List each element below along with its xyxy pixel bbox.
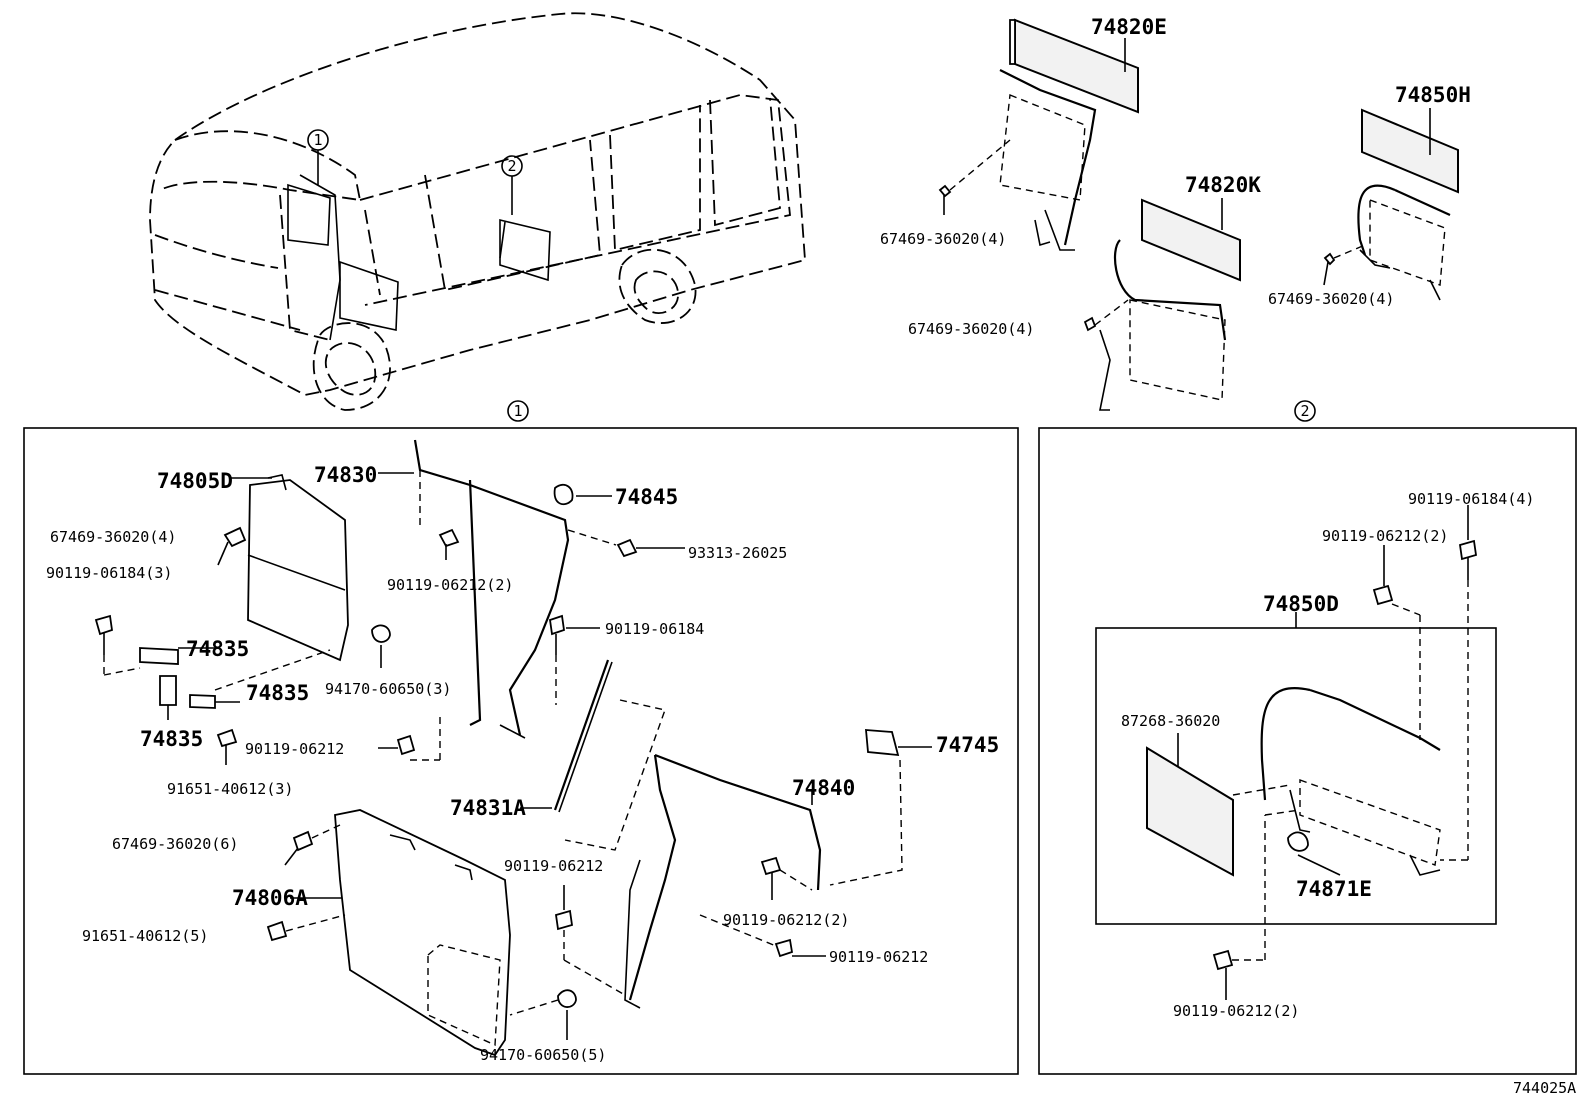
bracket-assembly-74820k [1099,239,1227,411]
bolt-91651-5 [266,920,288,942]
bracket-74835-c [189,694,216,709]
label-74830: 74830 [314,463,377,487]
label-91651-5: 91651-40612(5) [82,927,208,945]
label-94170-3: 94170-60650(3) [325,680,451,698]
visor-74850h [1361,108,1459,194]
section-2-frame [1038,427,1577,1075]
label-90119-06212-b: 90119-06212 [504,857,603,875]
screw-67469-d [217,526,247,566]
label-74850d: 74850D [1263,592,1339,616]
bolt-90119-06212-2b [760,856,782,900]
label-91651-3: 91651-40612(3) [167,780,293,798]
bolt-90119-06184-4 [1458,539,1478,580]
label-74805d: 74805D [157,469,233,493]
dash-74831a [564,699,666,851]
label-74845: 74845 [615,485,678,509]
screw-67469-b [1083,316,1097,332]
label-74820e: 74820E [1091,15,1167,39]
label-74820k: 74820K [1185,173,1261,197]
bolt-90119-06184-3 [94,614,113,655]
label-74831a: 74831A [450,796,526,820]
label-90119-06212-2b: 90119-06212(2) [723,911,849,929]
label-90119-06212-c: 90119-06212 [829,948,928,966]
bolt-90119-06212-c [774,938,794,958]
callout-1-section: 1 [507,400,529,422]
label-74835-a: 74835 [186,637,249,661]
label-74850h: 74850H [1395,83,1471,107]
label-74840: 74840 [792,776,855,800]
clip-74845 [553,483,574,506]
visor-74820e [1009,18,1139,114]
callout-2-top: 2 [501,155,523,215]
clip-74871e [1287,831,1309,852]
bracket-assembly-74850d [1260,687,1441,876]
callout-1-top: 1 [307,129,329,185]
bolt-90119-06212-2c [1372,584,1394,606]
label-87268: 87268-36020 [1121,712,1220,730]
label-74806a: 74806A [232,886,308,910]
label-67469-6: 67469-36020(6) [112,835,238,853]
section-1-frame [23,427,1019,1075]
label-67469-a: 67469-36020(4) [880,230,1006,248]
nut-94170-3 [371,624,391,668]
screw-67469-c [1323,252,1336,286]
bracket-assembly-74850h [1357,184,1451,301]
van-illustration [149,12,806,411]
label-93313: 93313-26025 [688,544,787,562]
bolt-90119-06212-2a [438,528,460,560]
bolt-90119-06212-b [554,885,574,931]
bolt-90119-06212-2d [1212,949,1234,1000]
bracket-74835-a [139,647,179,665]
label-67469-d: 67469-36020(4) [50,528,176,546]
rail-74830 [413,439,570,739]
panel-74805d [247,474,349,662]
screw-67469-a [938,184,952,215]
label-74835-c: 74835 [246,681,309,705]
callout-2-section: 2 [1294,400,1316,422]
bracket-assembly-74820e [999,69,1097,251]
plate-87268 [1146,746,1234,877]
label-67469-b: 67469-36020(4) [908,320,1034,338]
dash-74745 [829,759,903,886]
label-90119-06212-2d: 90119-06212(2) [1173,1002,1299,1020]
label-74745: 74745 [936,733,999,757]
bracket-74835-b [159,675,177,706]
svg-text:2: 2 [1300,402,1309,420]
leader-lines [230,38,1431,479]
label-90119-06212-2a: 90119-06212(2) [387,576,513,594]
svg-text:1: 1 [513,402,522,420]
bracket-74745 [865,729,900,757]
bolt-91651-3 [216,728,238,765]
bolt-90119-06212-a [396,734,416,756]
svg-text:1: 1 [313,131,322,149]
svg-text:2: 2 [507,157,516,175]
label-67469-c: 67469-36020(4) [1268,290,1394,308]
rail-74840 [624,753,822,1009]
label-90119-06184: 90119-06184 [605,620,704,638]
label-90119-06184-4: 90119-06184(4) [1408,490,1534,508]
panel-74806a [334,809,511,1057]
nut-94170-5 [557,989,577,1040]
label-94170-5: 94170-60650(5) [480,1046,606,1064]
label-74871e: 74871E [1296,877,1372,901]
diagram-reference-number: 744025A [1513,1079,1576,1097]
rod-74831a [553,659,613,813]
bolt-90119-06184 [549,614,565,655]
label-90119-06212-a: 90119-06212 [245,740,344,758]
label-74835-b: 74835 [140,727,203,751]
visor-74820k [1141,198,1241,282]
label-90119-06184-3: 90119-06184(3) [46,564,172,582]
label-90119-06212-2c: 90119-06212(2) [1322,527,1448,545]
screw-93313 [616,538,638,558]
screw-67469-6 [284,830,314,866]
